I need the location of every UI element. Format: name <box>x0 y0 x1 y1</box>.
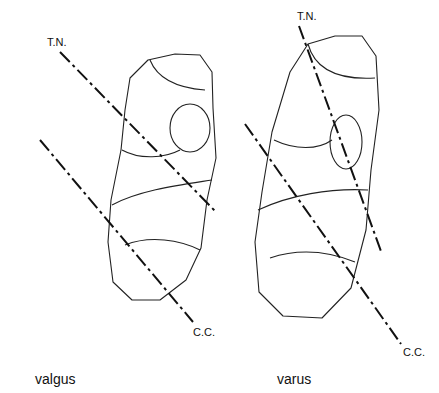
caption-label: valgus <box>34 372 76 387</box>
bone-outline <box>258 190 368 210</box>
axis-label: T.N. <box>46 36 68 48</box>
bone-outline <box>122 150 180 157</box>
axis-label: C.C. <box>192 326 216 338</box>
bone-outline <box>112 180 212 205</box>
bone-outline <box>270 252 355 262</box>
axis-line <box>299 26 382 254</box>
axis-line <box>40 140 193 322</box>
bone-outline <box>170 104 210 152</box>
axis-label: T.N. <box>296 10 318 22</box>
bone-outline <box>108 54 216 300</box>
bone-outline <box>125 240 200 250</box>
bone-outline <box>274 140 332 148</box>
bone-outline <box>308 44 375 78</box>
axis-line <box>245 124 401 344</box>
axis-label: C.C. <box>402 346 426 358</box>
caption-label: varus <box>276 372 312 387</box>
bone-outline <box>150 60 205 90</box>
axis-line <box>60 52 216 212</box>
